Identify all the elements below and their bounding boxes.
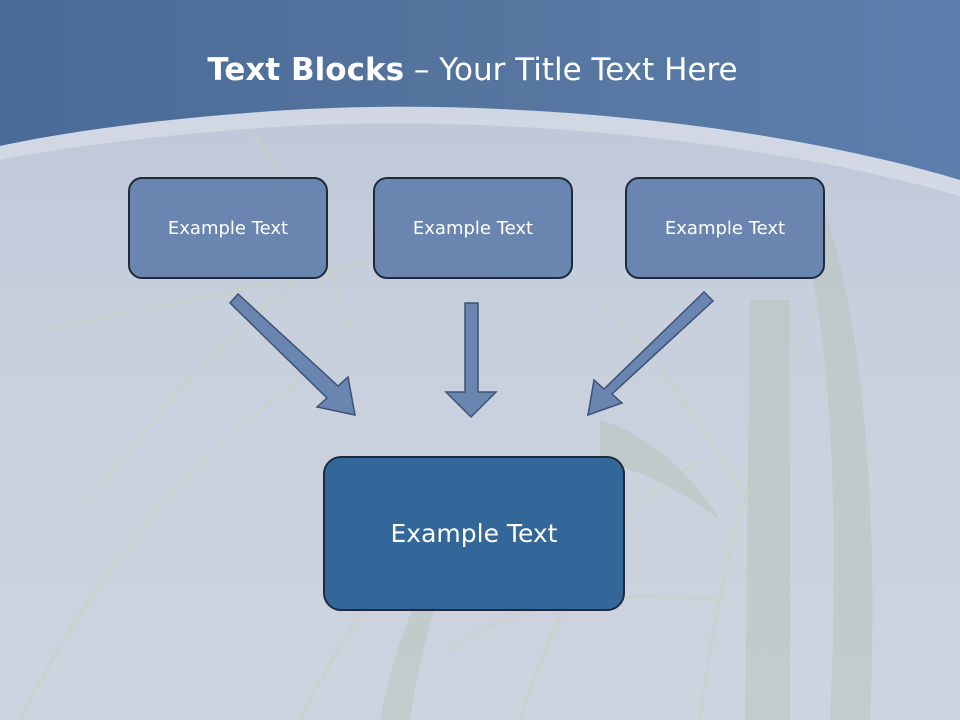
slide-title-rest: Your Title Text Here	[439, 52, 738, 88]
source-box-1: Example Text	[128, 177, 328, 279]
slide-title: Text Blocks – Your Title Text Here	[0, 52, 945, 88]
target-box: Example Text	[323, 456, 625, 611]
source-box-3: Example Text	[625, 177, 825, 279]
source-box-2: Example Text	[373, 177, 573, 279]
slide-title-bold: Text Blocks	[207, 52, 405, 88]
slide-title-dash: –	[404, 52, 440, 88]
